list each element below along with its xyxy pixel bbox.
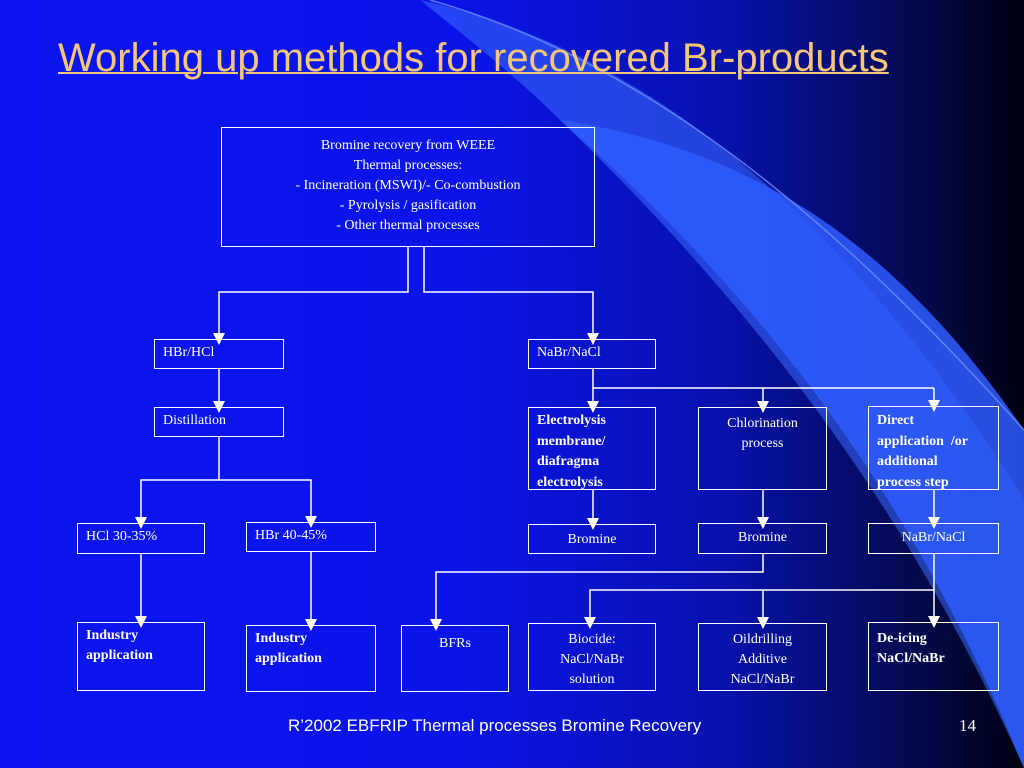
electrolysis-line-1: Electrolysis xyxy=(537,413,606,428)
direct-line-3: additional xyxy=(877,454,938,469)
industry2-line-1: Industry xyxy=(255,631,308,646)
oildrilling-line-1: Oildrilling xyxy=(732,632,793,647)
electrolysis-line-4: electrolysis xyxy=(537,474,603,490)
direct-line-1: Direct xyxy=(877,413,915,428)
root-line-1: Bromine recovery from WEEE xyxy=(320,138,496,153)
root-line-5: - Other thermal processes xyxy=(336,218,480,233)
oildrilling-line-2: Additive xyxy=(738,652,787,667)
deicing-line-1: De-icing xyxy=(877,631,927,646)
chlorination-box: Chlorination process xyxy=(698,407,827,490)
electrolysis-box: Electrolysis membrane/ diafragma electro… xyxy=(528,407,656,490)
chlorination-line-2: process xyxy=(741,436,784,451)
deicing-line-2: NaCl/NaBr xyxy=(877,651,945,666)
oildrilling-line-3: NaCl/NaBr xyxy=(730,672,795,687)
hcl-box: HCl 30-35% xyxy=(77,523,205,554)
hbr-box: HBr 40-45% xyxy=(246,522,376,552)
bromine-box-2: Bromine xyxy=(698,523,827,554)
distillation-box: Distillation xyxy=(154,407,284,437)
biocide-line-2: NaCl/NaBr xyxy=(560,652,624,667)
nabr-nacl-box: NaBr/NaCl xyxy=(528,339,656,369)
biocide-line-1: Biocide: xyxy=(568,632,616,647)
industry1-line-1: Industry xyxy=(86,628,139,643)
root-line-3: - Incineration (MSWI)/- Co-combustion xyxy=(295,178,521,193)
bfrs-box: BFRs xyxy=(401,625,509,692)
root-line-4: - Pyrolysis / gasification xyxy=(339,198,477,213)
industry2-line-2: application xyxy=(255,651,322,666)
industry-application-box-1: Industry application xyxy=(77,622,205,691)
electrolysis-line-3: diafragma xyxy=(537,454,600,469)
biocide-box: Biocide: NaCl/NaBr solution xyxy=(528,623,656,691)
deicing-box: De-icing NaCl/NaBr xyxy=(868,622,999,691)
slide-title: Working up methods for recovered Br-prod… xyxy=(58,36,889,80)
biocide-line-3: solution xyxy=(569,672,615,687)
oildrilling-box: Oildrilling Additive NaCl/NaBr xyxy=(698,623,827,691)
footer-text: R’2002 EBFRIP Thermal processes Bromine … xyxy=(288,716,702,735)
bromine-box-1: Bromine xyxy=(528,524,656,554)
electrolysis-line-2: membrane/ xyxy=(537,433,606,449)
direct-line-2: application /or xyxy=(877,433,969,449)
direct-application-box: Direct application /or additional proces… xyxy=(868,406,999,490)
industry-application-box-2: Industry application xyxy=(246,625,376,692)
root-box: Bromine recovery from WEEE Thermal proce… xyxy=(221,127,595,247)
hbr-hcl-box: HBr/HCl xyxy=(154,339,284,369)
direct-line-4: process step xyxy=(877,474,949,490)
chlorination-line-1: Chlorination xyxy=(727,416,798,431)
root-line-2: Thermal processes: xyxy=(353,158,463,173)
industry1-line-2: application xyxy=(86,648,153,663)
page-number: 14 xyxy=(959,716,976,735)
nabr-nacl-box-2: NaBr/NaCl xyxy=(868,523,999,554)
